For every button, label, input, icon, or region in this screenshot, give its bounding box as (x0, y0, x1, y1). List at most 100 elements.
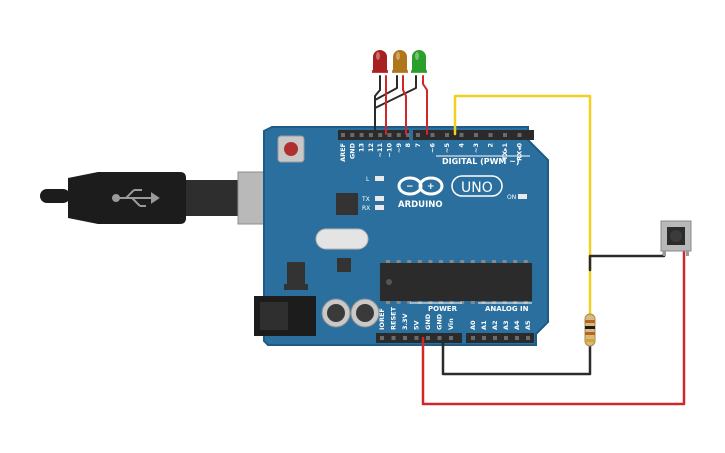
digital-pin-label: 12 (367, 143, 375, 152)
power-pin-label: GND (424, 313, 432, 330)
analog-pin-hole[interactable] (526, 336, 530, 340)
digital-pin-hole[interactable] (378, 133, 383, 137)
analog-pin-hole[interactable] (493, 336, 497, 340)
arduino-logo: − + ARDUINO UNO (397, 175, 503, 210)
brand-text: ARDUINO (398, 200, 443, 210)
digital-pin-label: 7 (414, 143, 422, 148)
led-highlight (396, 52, 400, 60)
led-body (373, 50, 387, 72)
power-pin-hole[interactable] (437, 336, 442, 340)
usb-cable (40, 171, 309, 225)
power-pin-hole[interactable] (426, 336, 430, 340)
digital-pin-hole[interactable] (341, 133, 345, 137)
led-l-label: L (366, 176, 370, 183)
led-rx-label: RX (362, 205, 370, 212)
power-header-label: POWER (428, 305, 458, 313)
analog-header-label: ANALOG IN (485, 305, 529, 313)
led-body (412, 50, 426, 72)
led-yellow (392, 50, 408, 73)
digital-pin-hole[interactable] (406, 133, 411, 137)
led-tx-label: TX (361, 196, 370, 203)
power-pin-hole[interactable] (391, 336, 396, 340)
led-rim (411, 70, 427, 73)
digital-pin-hole[interactable] (430, 133, 435, 137)
wire-black-led-common (374, 75, 381, 135)
wire-red-pin9 (422, 75, 428, 135)
power-pin-hole[interactable] (380, 336, 384, 340)
chip-pin (460, 301, 465, 304)
led-body (393, 50, 407, 72)
power-pin-label: 5V (413, 320, 421, 330)
power-pin-hole[interactable] (403, 336, 407, 340)
digital-pin-label: AREF (339, 143, 347, 162)
chip-pin (470, 301, 475, 304)
digital-header-label: DIGITAL (PWM ~) (442, 157, 520, 166)
digital-pin-hole[interactable] (517, 133, 522, 137)
wires (374, 75, 686, 406)
logo-plus: + (427, 182, 435, 192)
led-highlight (376, 52, 380, 60)
digital-pin-hole[interactable] (359, 133, 364, 137)
usb-icon (112, 189, 160, 207)
analog-pin-hole[interactable] (482, 336, 486, 340)
chip-pin (407, 260, 412, 263)
wire-black-led-green-cathode (374, 75, 417, 109)
analog-pin-hole[interactable] (471, 336, 475, 340)
usb-chip (336, 193, 358, 215)
model-text: UNO (461, 180, 493, 196)
led-l-indicator (375, 176, 384, 181)
digital-pin-hole[interactable] (503, 133, 507, 137)
logo-infinity-right (418, 176, 444, 196)
power-pin-hole[interactable] (414, 336, 419, 340)
wire-black-button (588, 246, 666, 272)
chip-pin (439, 260, 443, 263)
digital-pin-label: ~9 (395, 143, 403, 153)
chip-pin (386, 301, 390, 304)
analog-pin-label: A2 (491, 320, 499, 330)
analog-pin-hole[interactable] (515, 336, 519, 340)
digital-pin-label: TX▸1 (501, 143, 509, 161)
chip-pin (428, 260, 433, 263)
chip-pin (460, 260, 465, 263)
reset-button-cap[interactable] (284, 142, 298, 156)
digital-pin-label: 4 (458, 143, 466, 148)
power-jack (254, 296, 316, 336)
analog-pin-hole[interactable] (504, 336, 508, 340)
digital-pin-label: ~5 (443, 143, 451, 153)
led-on-indicator (518, 194, 527, 199)
onboard-leds: L TX RX ON (361, 176, 527, 212)
pushbutton[interactable] (660, 220, 692, 256)
digital-pin-hole[interactable] (350, 133, 355, 137)
digital-pin-label: ~11 (376, 143, 384, 158)
led-red (372, 50, 388, 73)
digital-pin-hole[interactable] (474, 133, 478, 137)
power-pin-label: RESET (390, 306, 398, 330)
chip-pin (396, 260, 401, 263)
microcontroller-chip (380, 260, 532, 304)
analog-pin-label: A5 (524, 320, 532, 330)
led-highlight (415, 52, 419, 60)
leds (372, 50, 427, 73)
model-badge (451, 175, 503, 197)
digital-pin-label: ~10 (386, 143, 394, 158)
digital-pin-hole[interactable] (459, 133, 464, 137)
power-pin-label: 3.3V (401, 313, 409, 330)
wire-red-pin11 (402, 75, 407, 135)
power-pin-hole[interactable] (449, 336, 453, 340)
digital-pin-hole[interactable] (368, 133, 373, 137)
chip-pin (449, 260, 454, 263)
digital-pin-hole[interactable] (445, 133, 449, 137)
chip-pin (513, 260, 518, 263)
digital-pin-hole[interactable] (488, 133, 493, 137)
digital-pin-hole[interactable] (396, 133, 401, 137)
digital-pin-hole[interactable] (416, 133, 420, 137)
chip-pin (523, 260, 528, 263)
analog-pin-label: A0 (469, 320, 477, 330)
voltage-regulator (284, 262, 308, 290)
chip-pin (502, 260, 507, 263)
chip-pin (407, 301, 412, 304)
digital-pin-hole[interactable] (387, 133, 392, 137)
